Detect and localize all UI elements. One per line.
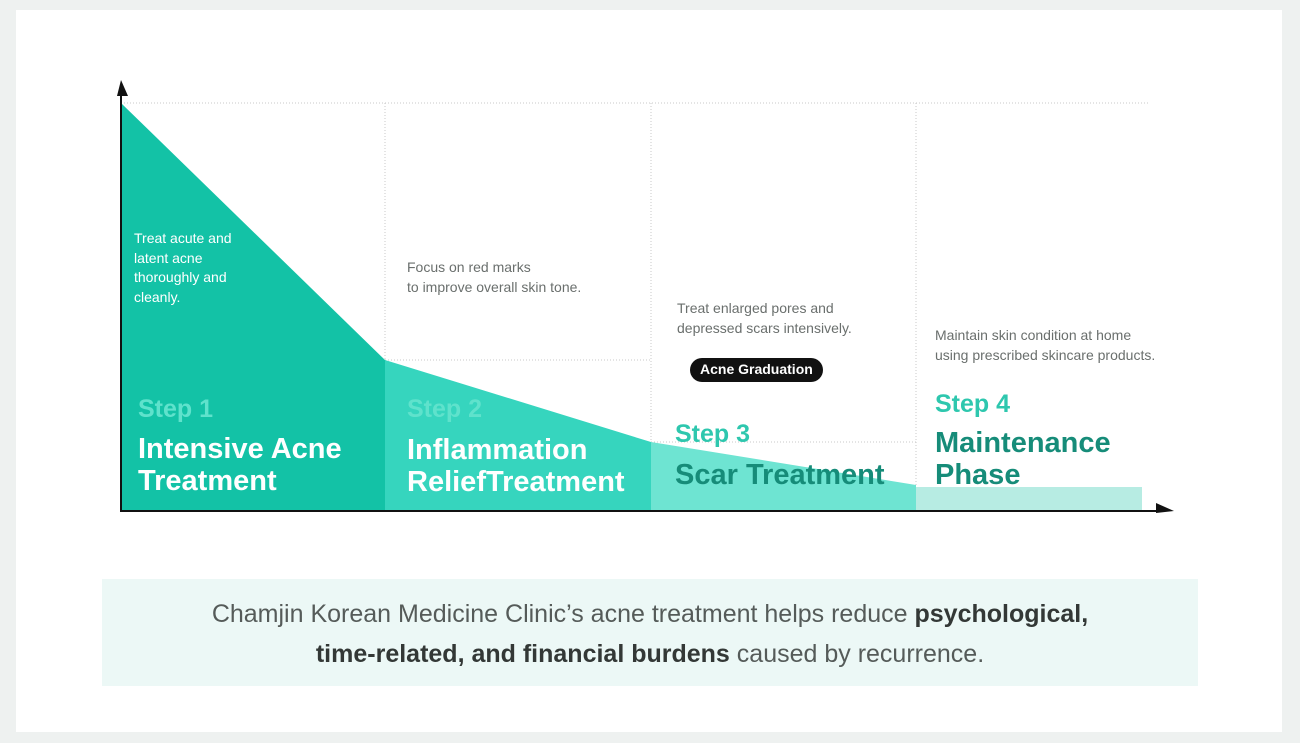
step-1-label: Step 1 (138, 395, 214, 423)
summary-line-1: Chamjin Korean Medicine Clinic’s acne tr… (102, 594, 1198, 634)
step-4-label: Step 4 (935, 390, 1011, 418)
step-4-area (916, 487, 1142, 511)
step-3-label: Step 3 (675, 420, 751, 448)
step-1-title: Intensive Acne Treatment (138, 433, 342, 497)
step-4-description: Maintain skin condition at home using pr… (935, 327, 1156, 363)
step-2-area (385, 360, 651, 511)
step-1-description: Treat acute and latent acne thoroughly a… (134, 230, 232, 305)
step-2-description: Focus on red marks to improve overall sk… (407, 259, 582, 295)
treatment-phase-diagram (117, 80, 1174, 513)
summary-text-2: caused by recurrence. (729, 640, 985, 668)
step-2-label: Step 2 (407, 395, 483, 423)
summary-line-2: time-related, and financial burdens caus… (102, 634, 1198, 674)
step-3-description: Treat enlarged pores and depressed scars… (677, 300, 852, 336)
summary-banner: Chamjin Korean Medicine Clinic’s acne tr… (102, 579, 1198, 686)
step-3-title: Scar Treatment (675, 459, 885, 491)
summary-text-1: Chamjin Korean Medicine Clinic’s acne tr… (211, 600, 915, 628)
step-1-area (121, 103, 385, 511)
acne-graduation-badge: Acne Graduation (690, 358, 823, 382)
x-axis-arrow (1156, 503, 1174, 513)
step-3-area (651, 442, 916, 511)
summary-emphasis-2: time-related, and financial burdens (315, 640, 730, 668)
y-axis-arrow (117, 80, 128, 96)
step-4-title: Maintenance Phase (935, 427, 1111, 491)
summary-emphasis-1: psychological, (914, 600, 1089, 628)
step-2-title: Inflammation ReliefTreatment (407, 434, 625, 498)
